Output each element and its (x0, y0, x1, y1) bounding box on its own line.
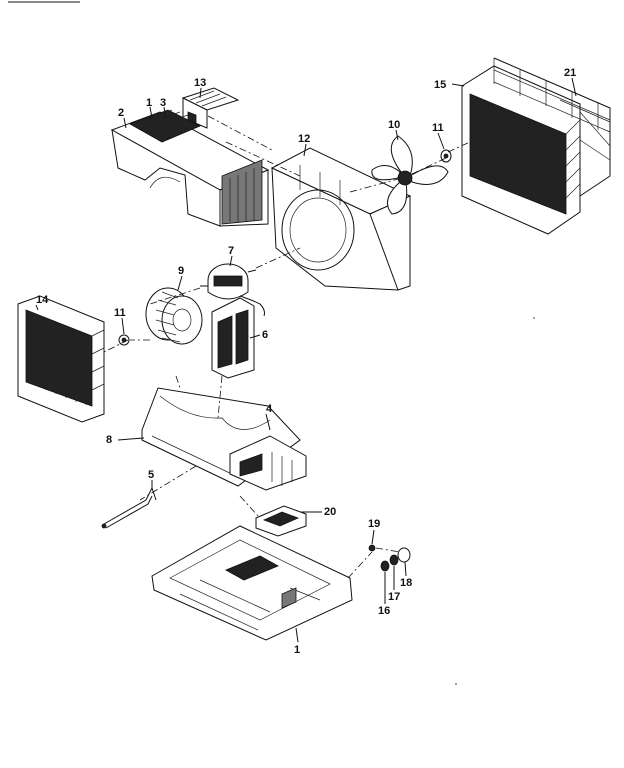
part-10-fan-blade (371, 135, 449, 215)
part-5-rod (101, 486, 157, 529)
callout-3: 3 (160, 97, 166, 109)
part-9-blower-wheel (145, 287, 203, 345)
callout-14: 14 (36, 294, 49, 306)
callout-19: 19 (368, 518, 380, 530)
callout-8: 8 (106, 434, 112, 446)
part-19-screw (368, 544, 376, 552)
part-17-washer (389, 554, 399, 566)
part-2-evaporator-housing (110, 109, 270, 227)
part-6-motor-mount (211, 297, 255, 379)
callout-5: 5 (148, 469, 154, 481)
callout-11-upper: 11 (432, 122, 444, 134)
part-20-bracket (255, 505, 307, 537)
part-7-fan-motor (200, 263, 265, 317)
part-16-nut (380, 560, 390, 572)
scan-speck (533, 317, 535, 319)
callout-13: 13 (194, 77, 206, 89)
part-14-coil-left (17, 295, 105, 423)
part-1-base-chassis (151, 525, 353, 641)
callout-labels: 13 2 1 3 12 10 11 15 21 7 9 14 11 6 4 8 … (36, 67, 576, 656)
callout-6: 6 (262, 329, 268, 341)
assembly-center-lines (103, 115, 471, 579)
callout-16: 16 (378, 605, 390, 617)
callout-4: 4 (266, 403, 273, 415)
callout-21: 21 (564, 67, 576, 79)
callout-17: 17 (388, 591, 400, 603)
part-4-drain-tray (229, 435, 307, 491)
callout-10: 10 (388, 119, 400, 131)
part-18-cap (397, 547, 411, 563)
part-12-partition-panel (270, 147, 412, 291)
part-21-condenser-grille (493, 57, 611, 197)
callout-15: 15 (434, 79, 446, 91)
callout-11-lower: 11 (114, 307, 126, 319)
callout-12: 12 (298, 133, 310, 145)
part-15-condenser-coil (461, 65, 581, 235)
leader-lines (35, 77, 577, 643)
callout-1-bottom: 1 (294, 644, 300, 656)
callout-7: 7 (228, 245, 234, 257)
callout-2: 2 (118, 107, 124, 119)
part-11-clip-lower (118, 334, 130, 346)
callout-1-top: 1 (146, 97, 152, 109)
scan-speck (455, 683, 457, 685)
part-11-clip-upper (440, 149, 452, 163)
part-3-evaporator-coil (129, 109, 263, 225)
callout-18: 18 (400, 577, 412, 589)
callout-20: 20 (324, 506, 336, 518)
callout-9: 9 (178, 265, 184, 277)
